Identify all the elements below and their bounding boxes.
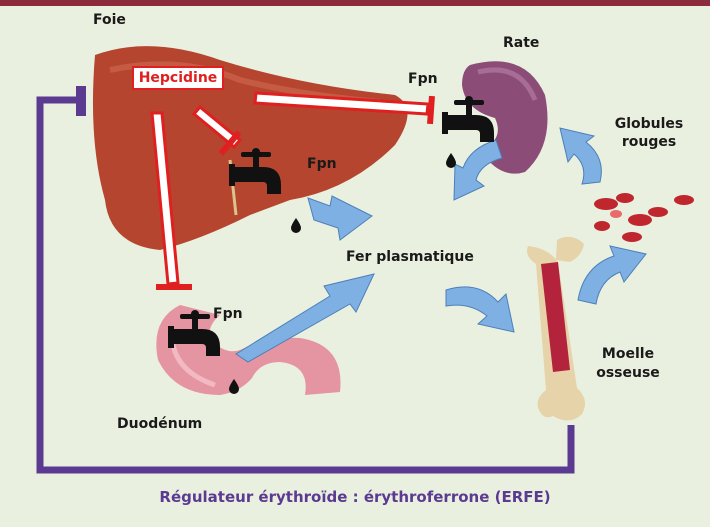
- liver-label: Foie: [93, 12, 126, 28]
- spleen-fpn-label: Fpn: [408, 71, 438, 87]
- liver-fpn-label: Fpn: [307, 156, 337, 172]
- flow-arrow-icon: [235, 273, 375, 363]
- top-border: [0, 0, 710, 6]
- flow-arrow-icon: [307, 195, 373, 241]
- inhibition-bar-icon: [156, 284, 192, 290]
- regulator-caption: Régulateur érythroïde : érythroferrone (…: [159, 488, 551, 506]
- flow-arrow-icon: [445, 286, 515, 333]
- inhibition-bar-icon: [427, 95, 435, 125]
- red-blood-cells: [594, 193, 694, 242]
- flow-arrows: [235, 127, 647, 363]
- femur-bone: [527, 236, 586, 421]
- flow-arrow-icon: [559, 127, 602, 185]
- red-cells-label-line2: rouges: [621, 134, 677, 150]
- iron-drop-icon: [291, 218, 301, 233]
- inhibition-bar-icon: [218, 130, 242, 156]
- spleen-label: Rate: [503, 35, 540, 51]
- hepcidin-inhibition: [150, 91, 435, 290]
- flow-arrow-icon: [577, 245, 647, 305]
- red-cells-label-line1: Globules: [614, 116, 684, 132]
- marrow-label-line1: Moelle: [601, 346, 655, 362]
- iron-drop-icon: [446, 153, 456, 168]
- hepcidin-to-spleen-line: [253, 91, 430, 116]
- duodenum-fpn-label: Fpn: [213, 306, 243, 322]
- hepcidin-label: Hepcidine: [132, 66, 224, 90]
- spleen: [462, 61, 548, 174]
- hepcidin-to-liver-fpn-line: [191, 104, 243, 150]
- hepcidin-to-duodenum-line: [150, 111, 180, 286]
- marrow-label-line2: osseuse: [596, 365, 660, 381]
- plasma-iron-label: Fer plasmatique: [346, 249, 474, 265]
- erfe-inhibition-bar-icon: [76, 86, 86, 116]
- flow-arrow-icon: [453, 139, 503, 201]
- duodenum-label: Duodénum: [117, 416, 203, 432]
